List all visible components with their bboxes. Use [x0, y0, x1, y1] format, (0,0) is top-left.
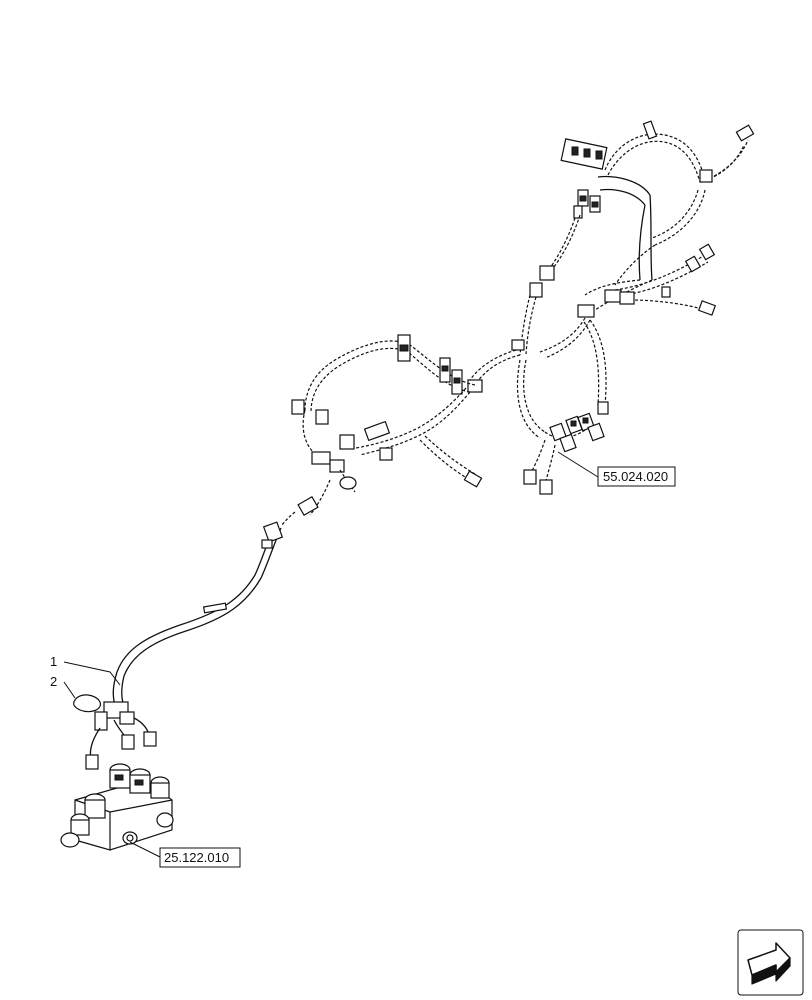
callout-2-number: 2: [50, 674, 57, 689]
top-left-connectors: [573, 189, 601, 219]
callout-2: 2: [50, 674, 76, 699]
main-harness: [281, 120, 755, 526]
reference-55-024-020[interactable]: 55.024.020: [557, 451, 676, 487]
valve-block: [60, 763, 174, 851]
callout-1: 1: [50, 654, 121, 686]
right-connector-cluster: [549, 412, 605, 453]
arrow-icon[interactable]: [737, 929, 804, 996]
top-connector-block: [560, 138, 608, 170]
reference-25-122-010[interactable]: 25.122.010: [129, 841, 241, 868]
lower-harness: [85, 521, 284, 770]
reference-25-122-010-label: 25.122.010: [164, 850, 229, 865]
grommet-part: [73, 694, 102, 713]
callout-1-number: 1: [50, 654, 57, 669]
reference-55-024-020-label: 55.024.020: [603, 469, 668, 484]
